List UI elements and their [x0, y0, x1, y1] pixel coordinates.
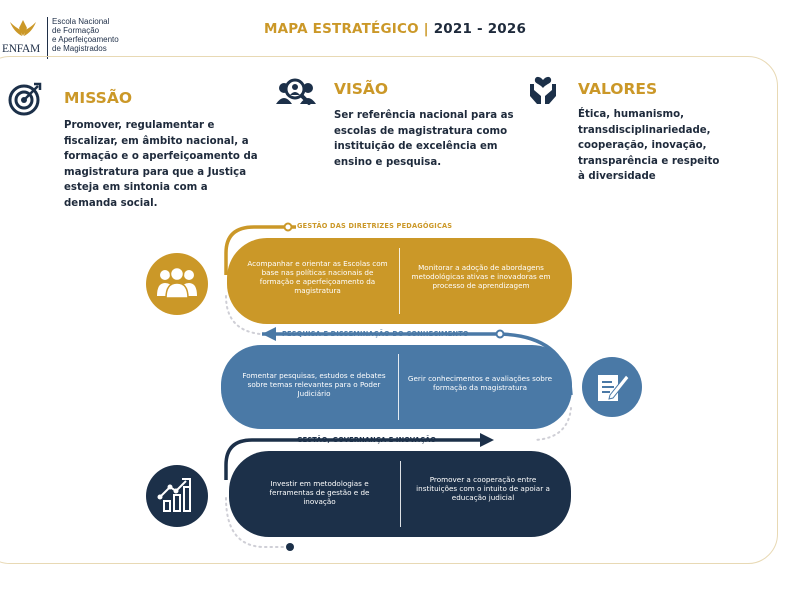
visao-title: VISÃO: [334, 80, 389, 98]
content-frame: [0, 56, 778, 564]
logo-divider: [47, 17, 48, 59]
logo-word: ENFAM: [2, 43, 40, 55]
document-edit-icon: [598, 374, 630, 401]
band-label-pedagogicas: GESTÃO DAS DIRETRIZES PEDAGÓGICAS: [297, 222, 453, 230]
logo-line-3: e Aperfeiçoamento: [52, 35, 119, 44]
visao-text: Ser referência nacional para as escolas …: [334, 110, 514, 168]
valores-text: Ética, humanismo, transdisciplinariedade…: [578, 109, 720, 182]
enfam-logo: ENFAM Escola Nacional de Formação e Aper…: [0, 14, 140, 62]
title-main: MAPA ESTRATÉGICO: [264, 21, 419, 37]
band-pesquisa-right: Gerir conhecimentos e avaliações sobre f…: [407, 374, 553, 392]
target-icon: [8, 82, 42, 116]
logo-subtitle: Escola Nacional de Formação e Aperfeiçoa…: [52, 17, 119, 53]
title-separator: |: [423, 21, 429, 37]
logo-emblem-icon: [10, 20, 36, 36]
logo-line-2: de Formação: [52, 26, 100, 35]
band-divider: [398, 354, 399, 420]
band-pesquisa: [221, 345, 572, 429]
page-title: MAPA ESTRATÉGICO | 2021 - 2026: [264, 21, 526, 37]
band-label-pesquisa: PESQUISA E DISSEMINAÇÃO DO CONHECIMENTO: [282, 330, 469, 338]
missao-title: MISSÃO: [64, 89, 132, 107]
missao-text: Promover, regulamentar e fiscalizar, em …: [64, 120, 258, 209]
title-years: 2021 - 2026: [433, 21, 527, 37]
growth-chart-icon: [157, 478, 191, 512]
valores-title: VALORES: [578, 80, 658, 98]
group-people-icon: [157, 266, 197, 299]
band-label-gestao: GESTÃO, GOVERNANÇA E INOVAÇÃO: [297, 436, 437, 444]
band-gestao-left: Investir em metodologias e ferramentas d…: [269, 479, 370, 506]
band-divider: [400, 461, 401, 527]
logo-line-4: de Magistrados: [52, 44, 107, 53]
hands-heart-icon: [530, 76, 556, 104]
band-gestao-right: Promover a cooperação entre instituições…: [416, 475, 550, 502]
band-divider: [399, 248, 400, 314]
band-pedagogicas-left: Acompanhar e orientar as Escolas com bas…: [247, 259, 388, 295]
vision-people-icon: [276, 78, 316, 105]
band-pesquisa-left: Fomentar pesquisas, estudos e debates so…: [242, 371, 386, 398]
band-pedagogicas-right: Monitorar a adoção de abordagens metodol…: [411, 263, 551, 290]
logo-line-1: Escola Nacional: [52, 17, 110, 26]
